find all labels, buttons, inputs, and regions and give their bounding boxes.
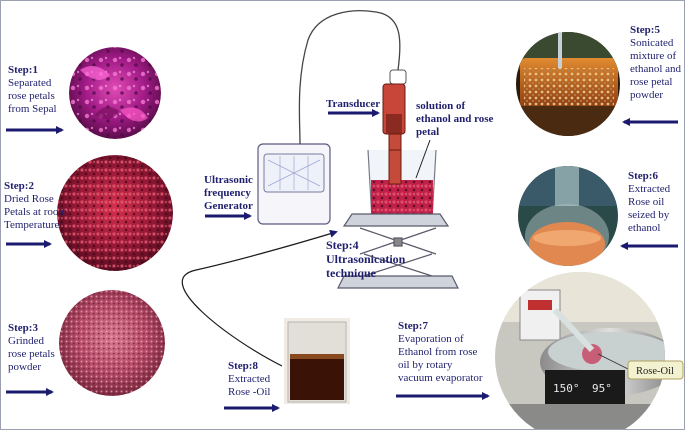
connector-curve [181,229,338,367]
step7-line4: vacuum evaporator [398,372,483,384]
step7-line1: Evaporation of [398,333,464,345]
step8-label: Step:8 Extracted Rose -Oil [228,360,270,399]
step3-line2: rose petals [8,348,55,360]
step4-line1: Ultrasonication [326,252,406,266]
extracted-oil-beaker-image [284,318,350,404]
step6-label: Step:6 Extracted Rose oil seized by etha… [628,170,670,235]
step5-line2: mixture of [630,50,677,62]
step5-label: Step:5 Sonicated mixture of ethanol and … [630,24,681,102]
generator-label: Ultrasonic frequency Generator [204,174,253,213]
step3-line1: Grinded [8,335,45,347]
step8-line1: Extracted [228,373,271,385]
sonicated-mixture-image [516,32,620,136]
step4-line2: technique [326,266,377,280]
ultrasonic-generator [257,143,331,225]
transducer-label: Transducer [326,98,381,110]
step3-line3: powder [8,361,41,373]
generator-cable [298,10,401,145]
step1-line2: rose petals [8,90,55,102]
ground-powder-image [59,290,165,396]
step8-title: Step:8 [228,360,258,372]
evaporator-display-left: 150° [553,382,580,395]
step7-line3: oil by rotary [398,359,453,371]
evaporator-display-right: 95° [592,382,612,395]
rose-oil-tag-label: Rose-Oil [636,366,674,377]
lab-jack-stand [337,213,459,289]
solution-line2: ethanol and rose [416,113,494,125]
step5-line4: rose petal [630,76,673,88]
step2-title: Step:2 [4,180,34,192]
step6-line2: Rose oil [628,196,665,208]
step6-title: Step:6 [628,170,658,182]
extracted-oil-flask-image [518,166,618,266]
rose-oil-tag: Rose-Oil [597,353,684,380]
step1-label: Step:1 Separated rose petals from Sepal [8,64,57,116]
dried-petals-image [57,155,173,271]
solution-line1: solution of [416,100,466,112]
step2-label: Step:2 Dried Rose Petals at room Tempera… [4,180,67,232]
step7-line2: Ethanol from rose [398,346,478,358]
step4-title: Step:4 [326,238,359,252]
step5-line1: Sonicated [630,37,674,49]
rose-petals-image [69,47,161,139]
solution-pointer [415,139,431,179]
step1-line1: Separated [8,77,52,89]
solution-line3: petal [416,126,440,138]
step5-line5: powder [630,89,663,101]
generator-line1: Ultrasonic [204,174,253,186]
step3-title: Step:3 [8,322,38,334]
step4-label: Step:4 Ultrasonication technique [326,238,405,280]
solution-label: solution of ethanol and rose petal [416,100,493,139]
generator-line2: frequency [204,187,251,199]
step6-line4: ethanol [628,222,661,234]
arrows [6,109,678,412]
step1-line3: from Sepal [8,103,57,115]
step7-title: Step:7 [398,320,428,332]
step2-line1: Dried Rose [4,193,54,205]
step7-label: Step:7 Evaporation of Ethanol from rose … [398,320,483,385]
generator-line3: Generator [204,200,253,212]
step2-line2: Petals at room [4,206,67,218]
step3-label: Step:3 Grinded rose petals powder [8,322,55,374]
step1-title: Step:1 [8,64,38,76]
sonication-beaker [367,149,437,221]
step8-line2: Rose -Oil [228,386,271,398]
step2-line3: Temperature [4,219,60,231]
rotary-evaporator-image: 150° 95° [495,272,665,430]
step6-line3: seized by [628,209,670,221]
step5-title: Step:5 [630,24,660,36]
step5-line3: ethanol and [630,63,682,75]
step6-line1: Extracted [628,183,671,195]
